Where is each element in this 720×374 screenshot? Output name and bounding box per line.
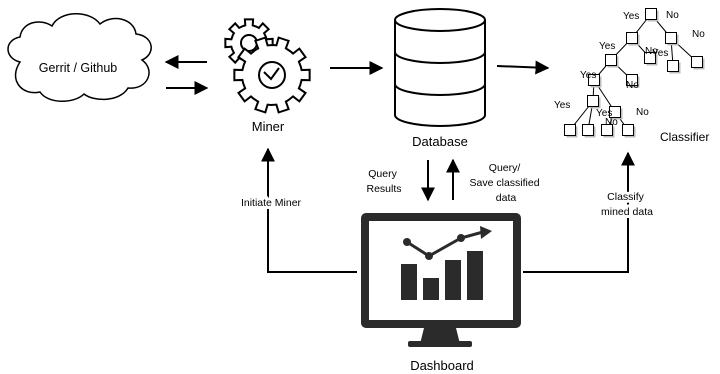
database-label: Database: [412, 134, 468, 149]
miner-label: Miner: [252, 119, 285, 134]
arrow-dashboard-to-miner: [261, 147, 357, 273]
database-icon: [394, 8, 486, 127]
dashboard-label: Dashboard: [410, 358, 474, 373]
tree-branch-label: Yes: [623, 11, 639, 22]
classify-mined-data-label: Classify mined data: [601, 191, 653, 218]
tree-branch-label: Yes: [580, 70, 596, 81]
tree-branch-label: Yes: [554, 100, 570, 111]
tree-branch-label: Yes: [596, 108, 612, 119]
tree-branch-label: No: [666, 10, 679, 21]
classifier-label: Classifier: [660, 130, 709, 144]
dashboard-monitor-icon: [361, 213, 521, 347]
tree-branch-label: Yes: [652, 48, 668, 59]
arrow-database-to-classifier: [496, 60, 550, 75]
tree-branch-label: No: [636, 107, 649, 118]
query-results-label: Query Results: [366, 168, 401, 195]
tree-branch-label: No: [605, 117, 618, 128]
tree-branch-label: No: [645, 46, 658, 57]
tree-branch-label: No: [626, 80, 639, 91]
tree-branch-label: Yes: [599, 41, 615, 52]
arrow-dashboard-to-classifier: [523, 151, 635, 273]
gerrit-label: Gerrit / Github: [39, 61, 118, 75]
query-save-label: Query/ Save classified data: [470, 162, 543, 204]
tree-branch-label: No: [692, 29, 705, 40]
initiate-miner-label: Initiate Miner: [241, 197, 302, 209]
gerrit-github-cloud: Gerrit / Github: [7, 13, 152, 102]
miner-gears-icon: [224, 18, 311, 114]
